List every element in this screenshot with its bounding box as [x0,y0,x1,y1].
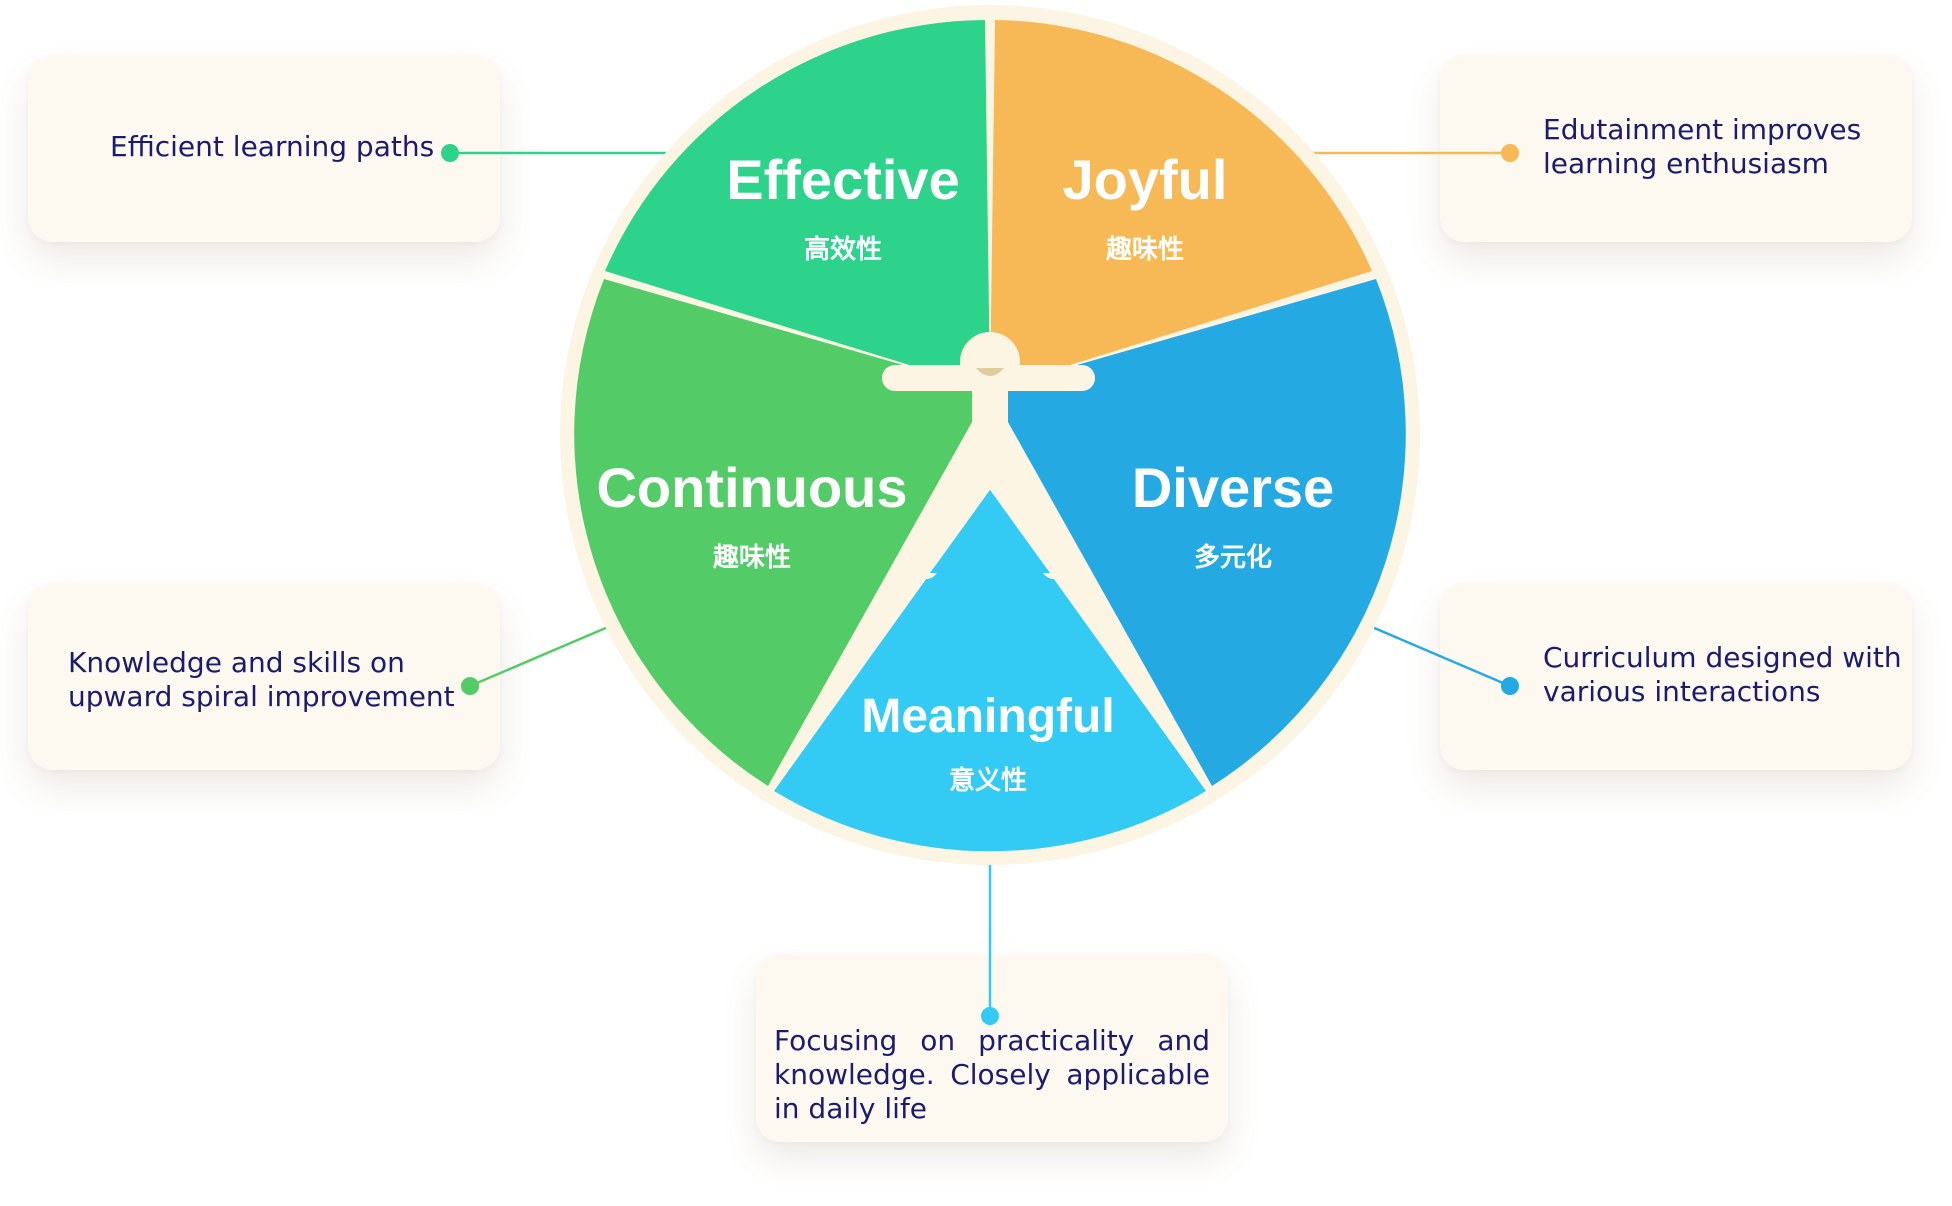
callout-card-continuous: Knowledge and skills on upward spiral im… [28,584,500,770]
segment-joyful [990,20,1372,390]
segment-title-joyful: Joyful [1063,148,1228,211]
segment-subtitle-effective: 高效性 [804,234,882,264]
segment-subtitle-continuous: 趣味性 [712,542,791,572]
segment-subtitle-meaningful: 意义性 [949,765,1027,795]
connector-dot-effective [441,144,459,162]
connector-dot-continuous [461,677,479,695]
connector-dot-joyful [1501,144,1519,162]
callout-text-diverse: Curriculum designed with various interac… [1543,641,1902,708]
callout-card-joyful: Edutainment improves learning enthusiasm [1440,56,1912,242]
connector-diverse [1364,622,1511,688]
callout-text-effective: Efficient learning paths [110,130,435,163]
callout-text-continuous: Knowledge and skills on upward spiral im… [68,646,455,713]
callout-text-joyful: Edutainment improves learning enthusiasm [1543,113,1862,180]
segment-continuous [574,279,990,786]
callout-card-meaningful: Focusing on practicality and knowledge. … [756,954,1228,1142]
segment-subtitle-diverse: 多元化 [1194,542,1272,572]
segment-title-effective: Effective [726,148,959,211]
segment-title-continuous: Continuous [596,456,907,519]
connector-dot-diverse [1501,677,1519,695]
segment-subtitle-joyful: 趣味性 [1105,234,1184,264]
segment-meaningful [774,490,1206,852]
callout-text-meaningful: Focusing on practicality and knowledge. … [774,1024,1210,1125]
segment-title-diverse: Diverse [1132,456,1334,519]
connector-dot-meaningful [981,1007,999,1025]
segment-effective [605,20,990,390]
figure-icon [882,332,1095,579]
connector-continuous [469,622,616,688]
callout-card-effective: Efficient learning paths [28,56,500,242]
callout-card-diverse: Curriculum designed with various interac… [1440,584,1912,770]
segment-meaningful-tip [930,490,1050,573]
segment-title-meaningful: Meaningful [861,690,1114,743]
segment-diverse [990,279,1406,786]
